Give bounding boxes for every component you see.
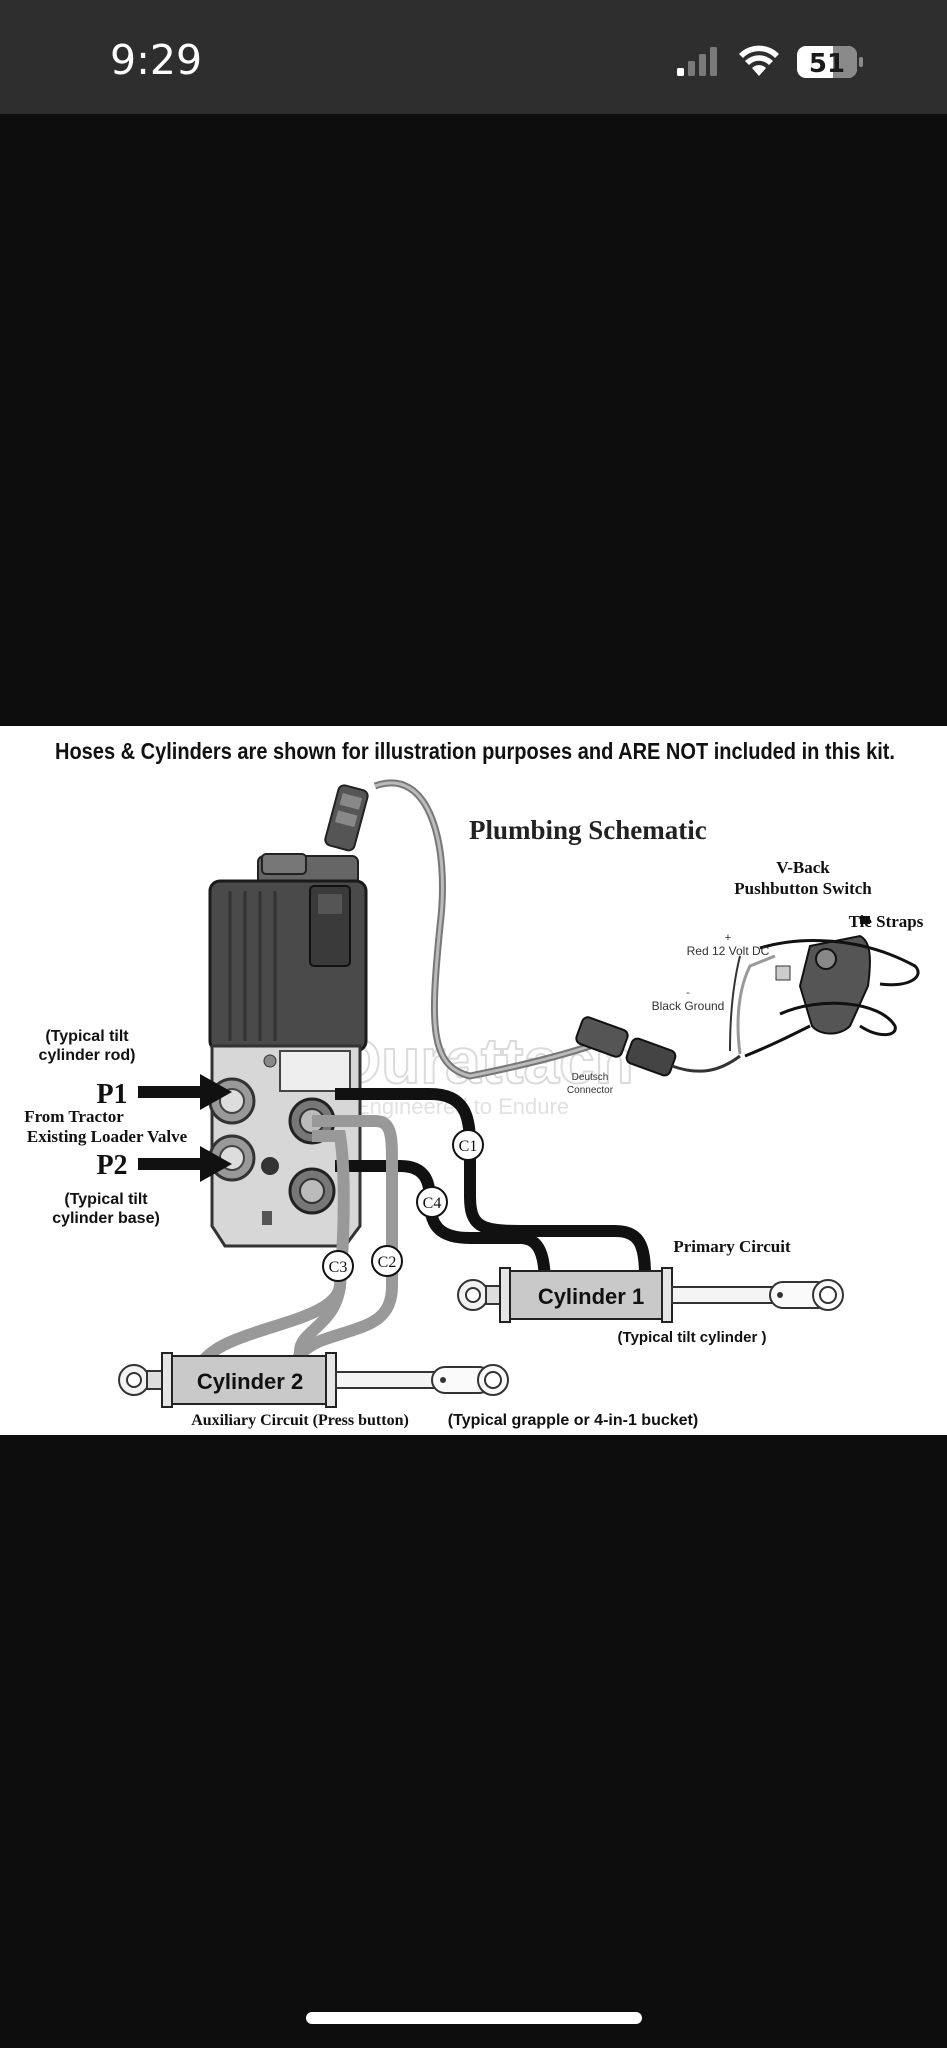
red-12v-label: Red 12 Volt DC (687, 944, 770, 958)
red-12v-wire (736, 954, 776, 1055)
ground-wire (744, 1024, 811, 1058)
primary-circuit-label: Primary Circuit (673, 1237, 791, 1256)
battery-icon: 51 (797, 46, 863, 79)
valve-solenoid-coil (208, 853, 368, 1053)
deutsch-label-1: Deutsch (572, 1072, 609, 1083)
cellular-signal-icon (677, 47, 717, 76)
svg-text:C3: C3 (329, 1259, 348, 1276)
valve-body (208, 1044, 362, 1248)
svg-text:C2: C2 (378, 1254, 397, 1271)
switch-label-2: Pushbutton Switch (734, 879, 872, 898)
p2-arrow-icon (138, 1146, 232, 1182)
tilt-base-label-2: cylinder base) (52, 1210, 160, 1227)
cylinder-2 (118, 1352, 509, 1408)
auxiliary-circuit-label: Auxiliary Circuit (Press button) (191, 1412, 409, 1429)
svg-text:C4: C4 (423, 1195, 442, 1212)
tilt-base-label-1: (Typical tilt (64, 1191, 148, 1208)
plus-sign: + (725, 932, 731, 944)
minus-sign: - (686, 987, 690, 999)
svg-text:C1: C1 (459, 1138, 478, 1155)
tilt-rod-label-1: (Typical tilt (45, 1028, 129, 1045)
typical-grapple-label: (Typical grapple or 4-in-1 bucket) (448, 1412, 698, 1429)
p2-label: P2 (96, 1150, 127, 1181)
hose-label-c3: C3 (322, 1250, 354, 1282)
cylinder-1-label: Cylinder 1 (538, 1284, 644, 1309)
cylinder-1 (457, 1267, 844, 1323)
diagram-title: Plumbing Schematic (469, 815, 707, 845)
cylinder-2-label: Cylinder 2 (197, 1369, 303, 1394)
hose-label-c4: C4 (416, 1186, 448, 1218)
from-tractor-label-2: Existing Loader Valve (27, 1127, 188, 1146)
pushbutton-switch-icon (759, 916, 920, 1037)
deutsch-label-2: Connector (567, 1085, 614, 1096)
p1-arrow-icon (138, 1074, 232, 1110)
black-ground-label: Black Ground (652, 999, 725, 1013)
switch-label-1: V-Back (776, 858, 830, 877)
hose-c2 (289, 1115, 398, 1372)
status-icons: 51 (677, 45, 863, 79)
disclaimer-banner: Hoses & Cylinders are shown for illustra… (55, 738, 895, 764)
battery-level: 51 (809, 49, 845, 79)
tie-straps-label: Tie Straps (849, 912, 924, 931)
hose-c4 (335, 1160, 551, 1287)
from-tractor-label-1: From Tractor (24, 1107, 124, 1126)
hose-label-c1: C1 (452, 1129, 484, 1161)
p1-label: P1 (96, 1079, 127, 1110)
home-indicator[interactable] (306, 2012, 642, 2024)
wifi-icon (739, 45, 779, 76)
status-time: 9:29 (110, 36, 203, 84)
diagram-image[interactable]: Hoses & Cylinders are shown for illustra… (0, 726, 947, 1435)
typical-tilt-cylinder-label: (Typical tilt cylinder ) (618, 1329, 767, 1346)
hose-label-c2: C2 (371, 1245, 403, 1277)
plumbing-schematic-diagram: Hoses & Cylinders are shown for illustra… (24, 738, 924, 1429)
hose-c1 (335, 1088, 651, 1286)
status-bar: 9:29 51 (0, 0, 947, 114)
deutsch-connector-icon (575, 1016, 741, 1077)
tilt-rod-label-2: cylinder rod) (39, 1047, 136, 1064)
solenoid-plug-icon (324, 784, 369, 852)
